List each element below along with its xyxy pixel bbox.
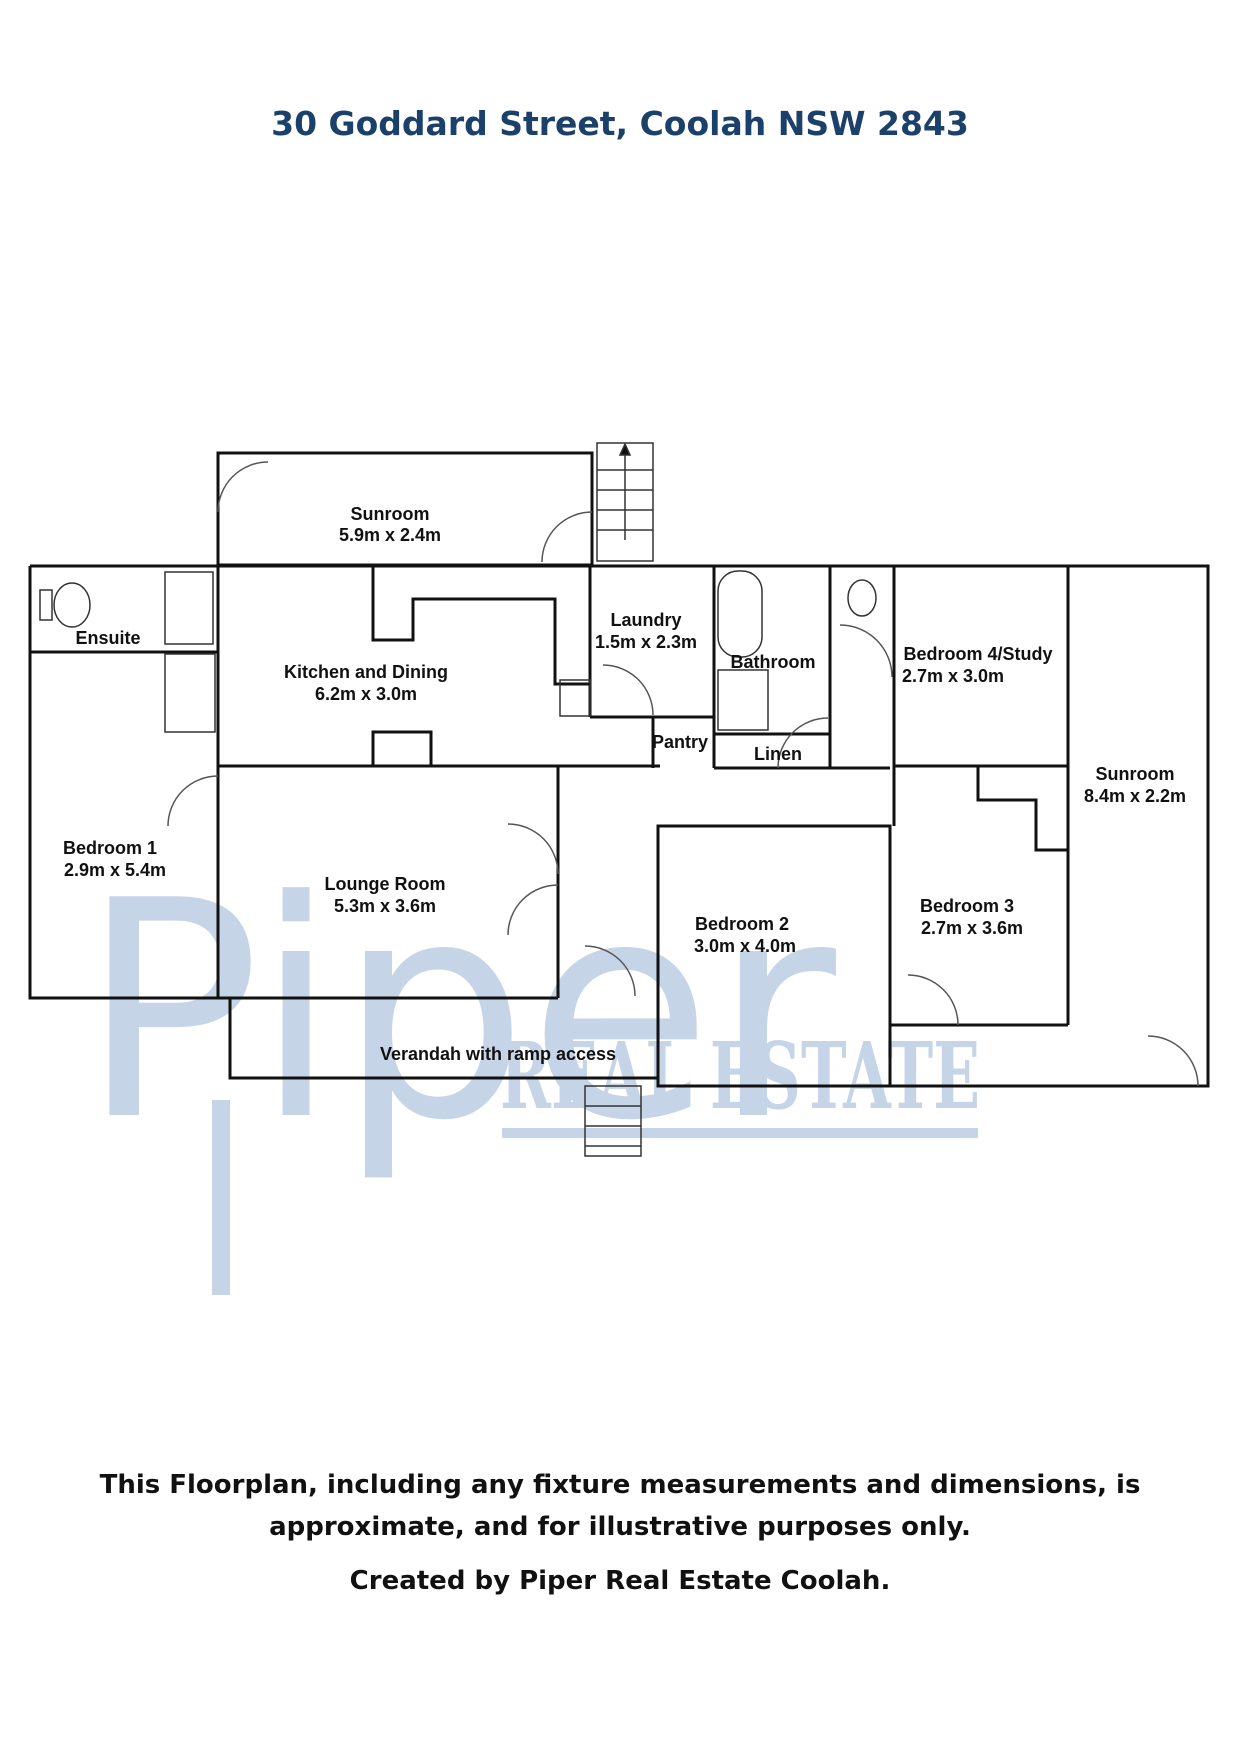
room-sunroom-right-dims: 8.4m x 2.2m	[1084, 786, 1186, 806]
disclaimer-line-1: This Floorplan, including any fixture me…	[99, 1470, 1141, 1500]
room-bedroom2-name: Bedroom 2	[695, 914, 789, 934]
room-lounge-dims: 5.3m x 3.6m	[334, 896, 436, 916]
room-bedroom1-dims: 2.9m x 5.4m	[64, 860, 166, 880]
stairs-bottom	[584, 1085, 642, 1157]
fixtures	[39, 442, 877, 1157]
room-pantry-name: Pantry	[652, 732, 708, 752]
room-kitchen-name: Kitchen and Dining	[284, 662, 448, 682]
doors	[167, 461, 1199, 1087]
room-bedroom4-dims: 2.7m x 3.0m	[902, 666, 1004, 686]
watermark: Piper REAL ESTATE	[80, 837, 980, 1295]
room-verandah-name: Verandah with ramp access	[380, 1044, 616, 1064]
room-sunroom-top-name: Sunroom	[351, 504, 430, 524]
room-bathroom-name: Bathroom	[731, 652, 816, 672]
credit-line: Created by Piper Real Estate Coolah.	[349, 1566, 891, 1596]
room-laundry-name: Laundry	[610, 610, 681, 630]
room-bedroom4-name: Bedroom 4/Study	[903, 644, 1052, 664]
room-labels: Sunroom 5.9m x 2.4m Ensuite Kitchen and …	[63, 504, 1186, 1064]
room-bedroom2-dims: 3.0m x 4.0m	[694, 936, 796, 956]
page-title: 30 Goddard Street, Coolah NSW 2843	[271, 104, 969, 143]
watermark-tagline: REAL ESTATE	[500, 1022, 980, 1130]
room-bedroom1-name: Bedroom 1	[63, 838, 157, 858]
room-bedroom3-dims: 2.7m x 3.6m	[921, 918, 1023, 938]
room-sunroom-right-name: Sunroom	[1096, 764, 1175, 784]
disclaimer-line-2: approximate, and for illustrative purpos…	[269, 1512, 971, 1542]
watermark-brand: Piper	[80, 837, 839, 1186]
room-bedroom3-name: Bedroom 3	[920, 896, 1014, 916]
watermark-brand-stem	[212, 1100, 230, 1295]
room-kitchen-dims: 6.2m x 3.0m	[315, 684, 417, 704]
room-ensuite-name: Ensuite	[75, 628, 140, 648]
room-sunroom-top-dims: 5.9m x 2.4m	[339, 525, 441, 545]
room-linen-name: Linen	[754, 744, 802, 764]
watermark-underline	[502, 1128, 978, 1138]
room-lounge-name: Lounge Room	[325, 874, 446, 894]
room-laundry-dims: 1.5m x 2.3m	[595, 632, 697, 652]
